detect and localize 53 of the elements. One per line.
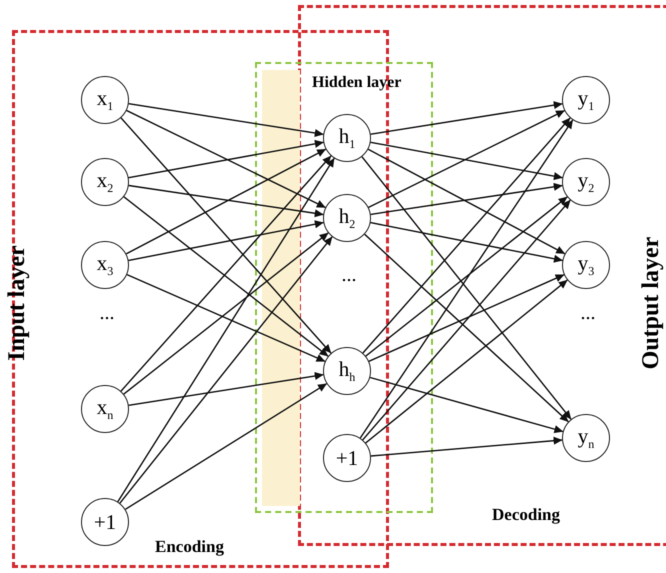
neuron-circle: y$_{n}$ <box>562 414 610 462</box>
ellipsis-dots: ... <box>580 301 596 326</box>
layer-title: Input layer <box>4 244 30 363</box>
ellipsis-dots: ... <box>98 301 116 326</box>
arrow <box>370 222 563 263</box>
arrow <box>370 142 563 180</box>
neuron-circle: +1 <box>323 434 371 482</box>
arrow <box>368 110 565 208</box>
arrow <box>362 200 571 440</box>
arrow <box>128 140 324 178</box>
arrow <box>368 274 564 362</box>
neuron-circle: x$_{n}$ <box>81 385 129 433</box>
layer-title: Hidden layer <box>312 74 402 92</box>
neuron-circle: +1 <box>81 498 129 546</box>
arrow <box>126 148 326 254</box>
arrow <box>365 280 568 444</box>
arrow <box>370 101 563 135</box>
neuron-circle: x$_{3}$ <box>81 241 129 289</box>
arrow <box>362 118 571 354</box>
arrow <box>128 220 324 262</box>
stage-label: Encoding <box>155 537 224 557</box>
neuron-circle: h$_{2}$ <box>323 194 371 242</box>
arrow <box>370 376 564 434</box>
arrow <box>370 436 563 457</box>
arrow <box>128 372 324 406</box>
arrow <box>120 155 332 392</box>
arrow <box>123 196 329 357</box>
arrow <box>117 158 335 502</box>
arrow <box>119 236 333 504</box>
arrow <box>370 182 563 216</box>
arrow <box>128 103 324 137</box>
stage-label: Decoding <box>492 505 560 525</box>
arrow <box>126 110 326 208</box>
arrow <box>360 120 574 438</box>
neuron-circle: h$_{h}$ <box>323 347 371 395</box>
arrow <box>120 117 332 354</box>
ellipsis-dots: ... <box>340 263 358 288</box>
neuron-circle: y$_{2}$ <box>562 158 610 206</box>
layer-region <box>255 62 433 513</box>
neuron-circle: x$_{1}$ <box>81 76 129 124</box>
arrow <box>368 148 566 254</box>
neuron-circle: x$_{2}$ <box>81 158 129 206</box>
neuron-circle: y$_{3}$ <box>562 241 610 289</box>
neuron-circle: y$_{1}$ <box>562 76 610 124</box>
arrow <box>123 232 329 395</box>
arrow <box>365 196 568 357</box>
neuron-circle: h$_{1}$ <box>323 114 371 162</box>
arrow <box>126 274 326 362</box>
arrow <box>128 184 324 218</box>
arrow <box>125 383 327 510</box>
arrow <box>361 156 572 420</box>
layer-title: Output layer <box>638 236 664 372</box>
arrow <box>364 234 569 422</box>
